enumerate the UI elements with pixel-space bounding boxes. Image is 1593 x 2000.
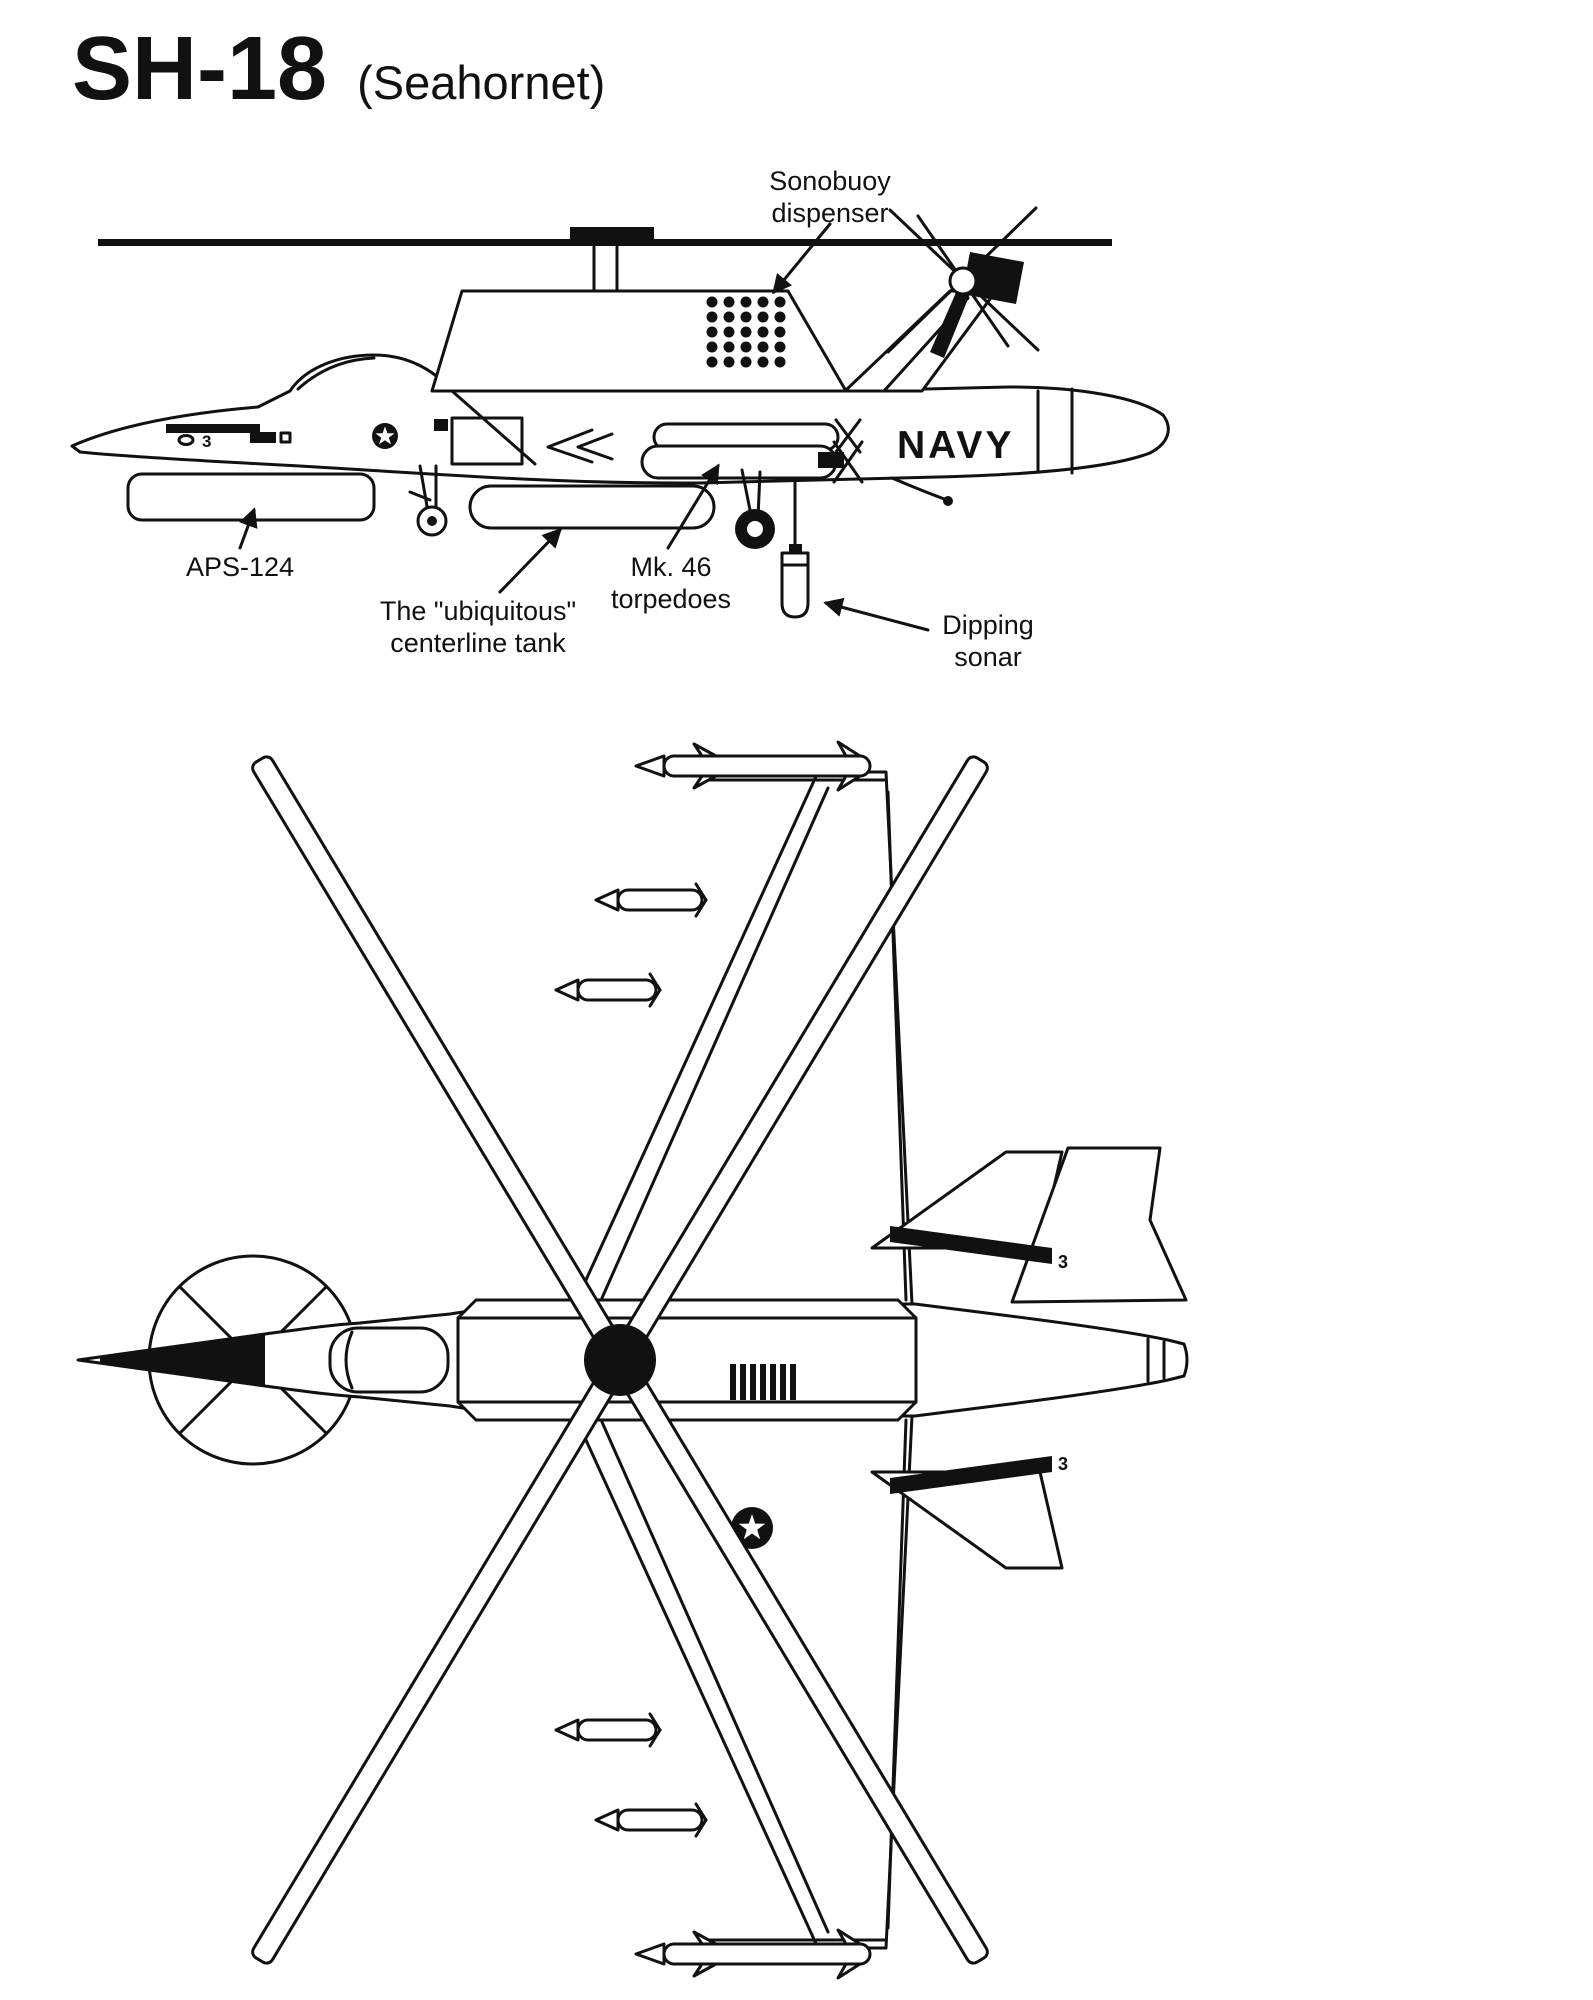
page-subtitle: (Seahornet) bbox=[357, 56, 606, 109]
chevron-marking bbox=[546, 428, 594, 464]
cabin-box-plan bbox=[456, 1298, 918, 1422]
label-line: sonar bbox=[954, 641, 1022, 672]
nose-number: 3 bbox=[202, 432, 211, 451]
label-line: dispenser bbox=[771, 197, 889, 228]
nose-landing-gear bbox=[408, 464, 448, 537]
mk46-torpedoes bbox=[640, 418, 864, 484]
page-header: SH-18 (Seahornet) bbox=[72, 18, 605, 121]
label-line: APS-124 bbox=[185, 552, 295, 582]
vertical-tail-side bbox=[843, 289, 998, 393]
tail-rotor bbox=[886, 206, 1040, 358]
sonobuoy-hatch-plan bbox=[730, 1364, 796, 1400]
centerline-tank bbox=[468, 484, 716, 530]
label-mk46-torpedoes: Mk. 46 torpedoes bbox=[596, 552, 746, 616]
aps-124-radome bbox=[126, 472, 376, 522]
wing-lower bbox=[573, 1414, 914, 1950]
page-title: SH-18 bbox=[72, 19, 328, 119]
wing-stores bbox=[554, 882, 708, 1838]
rotor-hub bbox=[584, 1324, 656, 1396]
main-landing-gear bbox=[735, 468, 775, 549]
top-view-drawing: 3 3 bbox=[76, 740, 1189, 1980]
star-insignia-side bbox=[372, 423, 398, 449]
label-line: torpedoes bbox=[610, 583, 732, 614]
label-line: Dipping bbox=[942, 610, 1034, 640]
tail-number-lower: 3 bbox=[1058, 1454, 1068, 1474]
wingtip-missile-upper bbox=[634, 740, 886, 792]
label-sonobuoy-dispenser: Sonobuoy dispenser bbox=[740, 166, 920, 230]
main-rotor-blades-plan bbox=[251, 755, 989, 1965]
label-centerline-tank: The "ubiquitous" centerline tank bbox=[378, 596, 578, 660]
label-dipping-sonar: Dipping sonar bbox=[928, 610, 1048, 674]
wingtip-missile-lower bbox=[634, 1928, 886, 1980]
canted-tail-lower bbox=[890, 1456, 1052, 1494]
cabin-hump bbox=[430, 289, 848, 393]
nose-stripe bbox=[166, 424, 260, 433]
label-line: Sonobuoy bbox=[769, 166, 891, 196]
navy-marking: NAVY bbox=[897, 424, 1015, 467]
wing-upper bbox=[573, 770, 914, 1306]
label-line: centerline tank bbox=[390, 627, 566, 658]
label-line: Mk. 46 bbox=[630, 552, 712, 582]
side-view-drawing: 3 bbox=[70, 206, 1170, 632]
label-line: The "ubiquitous" bbox=[379, 596, 577, 626]
label-aps-124: APS-124 bbox=[170, 552, 310, 584]
arrestor-hook bbox=[890, 476, 949, 502]
sonobuoy-dispenser bbox=[706, 296, 786, 368]
nose-radome-black bbox=[100, 1333, 265, 1387]
callout-arrows bbox=[238, 222, 930, 632]
canted-tail-upper bbox=[890, 1226, 1052, 1264]
exhaust-lines bbox=[1146, 1337, 1166, 1383]
vertical-fin-top bbox=[1010, 1146, 1188, 1304]
tail-number-upper: 3 bbox=[1058, 1252, 1068, 1272]
main-rotor-side bbox=[98, 227, 1112, 293]
canopy-line bbox=[296, 356, 376, 391]
fuselage-side bbox=[70, 353, 1170, 485]
cockpit-canopy-plan bbox=[328, 1326, 450, 1394]
dipping-sonar-body bbox=[780, 481, 810, 619]
